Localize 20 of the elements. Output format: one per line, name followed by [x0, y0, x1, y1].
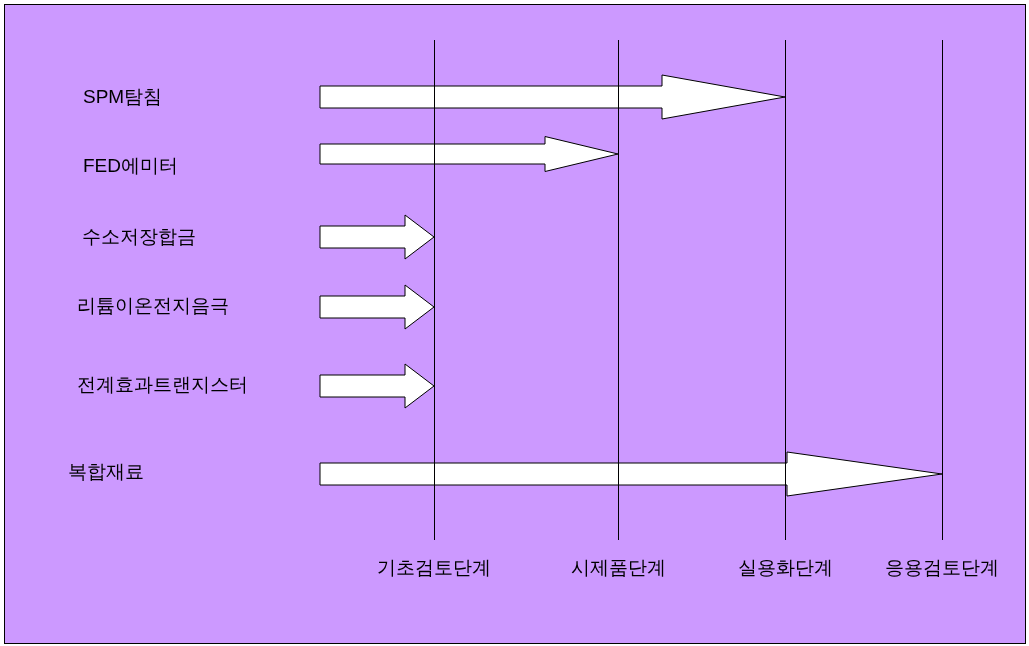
item-label: 복합재료: [68, 461, 144, 483]
stage-line: [434, 40, 435, 540]
block-arrow: [319, 451, 943, 497]
stage-label: 기초검토단계: [377, 557, 491, 579]
item-label: FED에미터: [83, 155, 178, 177]
stage-label: 시제품단계: [570, 557, 666, 579]
block-arrow: [319, 136, 619, 172]
block-arrow: [319, 214, 435, 260]
stage-label: 응용검토단계: [885, 557, 999, 579]
item-label: 수소저장합금: [82, 226, 196, 248]
block-arrow: [319, 363, 435, 409]
stage-line: [942, 40, 943, 540]
stage-label: 실용화단계: [737, 557, 833, 579]
stage-line: [785, 40, 786, 540]
block-arrow: [319, 284, 435, 330]
block-arrow: [319, 74, 786, 120]
item-label: 전계효과트랜지스터: [77, 374, 248, 396]
item-label: SPM탐침: [83, 86, 163, 108]
stage-line: [618, 40, 619, 540]
item-label: 리튬이온전지음극: [77, 295, 229, 317]
